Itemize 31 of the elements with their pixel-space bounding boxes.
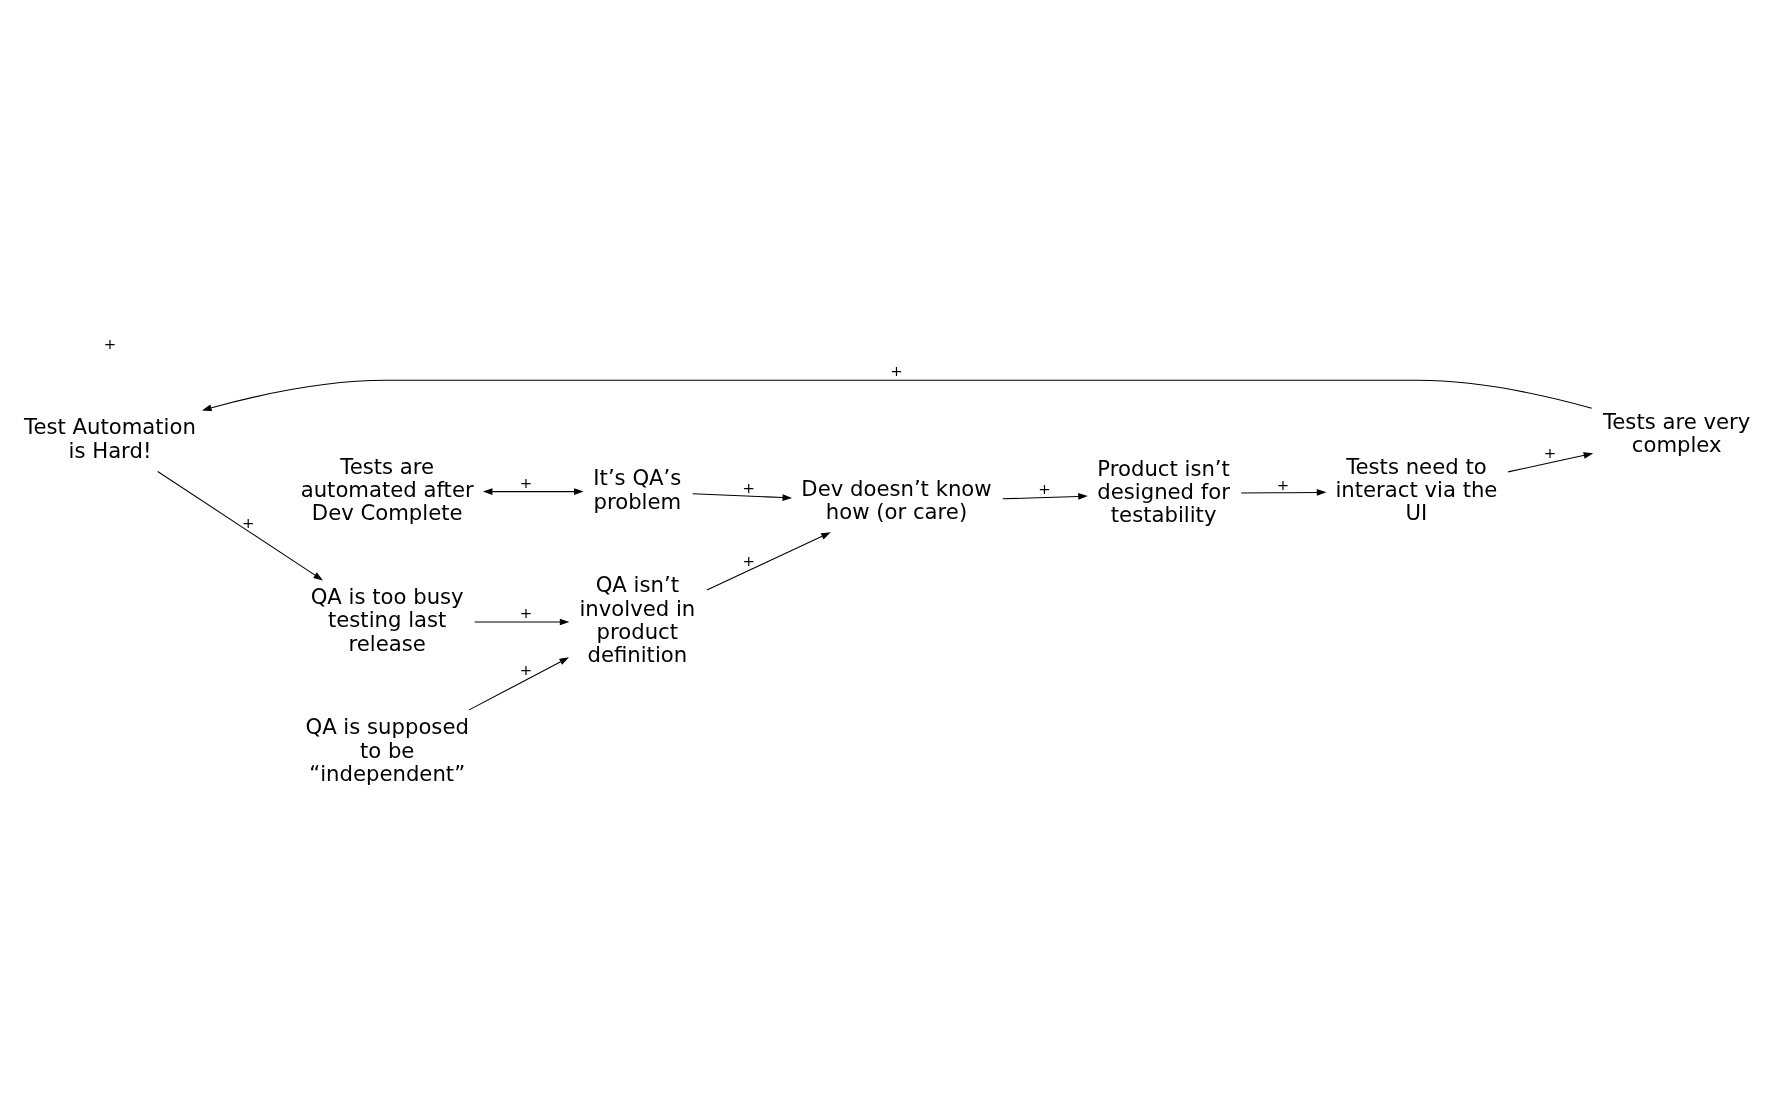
arrow xyxy=(1507,451,1594,472)
edge-label: + xyxy=(1038,479,1051,497)
arrow xyxy=(157,470,323,580)
edge-label: + xyxy=(890,361,903,379)
edge-label: + xyxy=(519,660,533,678)
node-text: Tests need to interact via the UI xyxy=(1335,453,1498,525)
arrow xyxy=(692,492,793,501)
node-text: It’s QA’s problem xyxy=(593,464,682,514)
arrow xyxy=(1002,492,1088,500)
edge-label: + xyxy=(742,551,755,569)
label: + xyxy=(103,334,117,352)
edge-label: + xyxy=(519,603,533,621)
node-text: Tests are automated after Dev Complete xyxy=(300,453,474,525)
arrow xyxy=(482,487,584,495)
node-text: Product isn’t designed for testability xyxy=(1097,455,1230,527)
edge-label: + xyxy=(1276,475,1290,493)
arrow xyxy=(1240,488,1327,496)
edge-label: + xyxy=(742,478,755,496)
edge-label: + xyxy=(519,473,533,491)
node-text: QA is supposed to be “independent” xyxy=(305,713,469,786)
arrow xyxy=(468,656,569,710)
node-text: Dev doesn’t know how (or care) xyxy=(801,475,992,524)
node-text: QA is too busy testing last release xyxy=(310,583,464,656)
arrow xyxy=(201,379,1593,411)
edge-label: + xyxy=(242,513,255,531)
node-text: Tests are very complex xyxy=(1603,408,1751,457)
node-text: Test Automation is Hard! xyxy=(24,413,196,463)
arrow xyxy=(706,531,831,591)
arrow xyxy=(474,618,570,625)
node-text: QA isn’t involved in product definition xyxy=(579,571,696,667)
edge-label: + xyxy=(1543,443,1557,461)
